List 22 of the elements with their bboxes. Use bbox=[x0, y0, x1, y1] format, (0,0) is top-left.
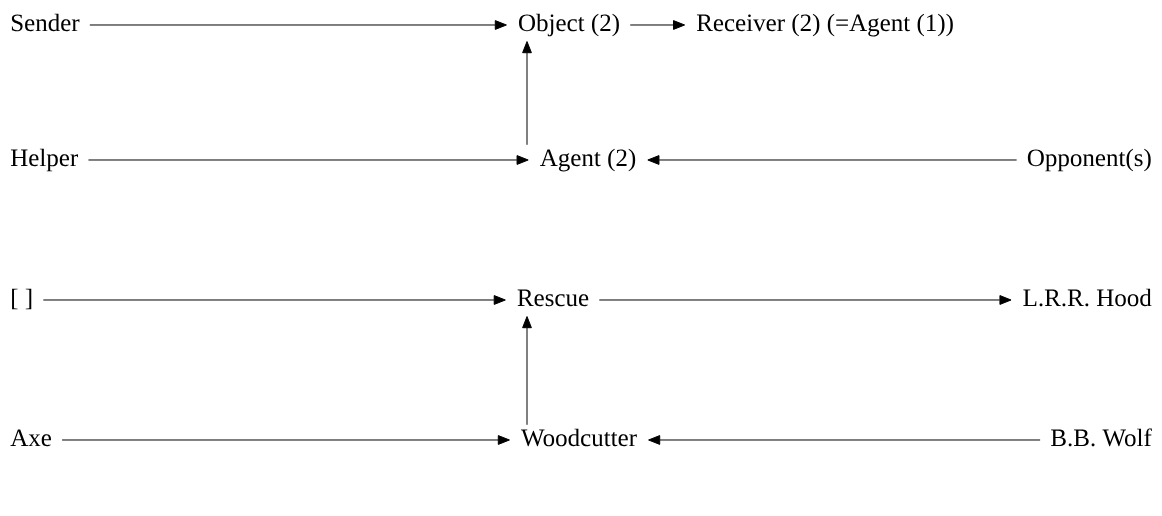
arrow bbox=[648, 435, 1041, 445]
label-text: [ ] bbox=[12, 288, 32, 310]
arrow bbox=[598, 295, 1012, 305]
label-text: Object (2) bbox=[519, 13, 619, 37]
arrow bbox=[42, 295, 506, 305]
label-text: Woodcutter bbox=[521, 428, 637, 447]
label-text: Opponent(s) bbox=[1027, 148, 1151, 172]
label-text: Receiver (2) (=Agent (1)) bbox=[696, 13, 953, 37]
label-text: Rescue bbox=[517, 289, 589, 307]
label-text: Agent (2) bbox=[540, 148, 636, 172]
arrow bbox=[87, 155, 529, 165]
arrow bbox=[522, 316, 532, 426]
label-text: Axe bbox=[10, 429, 51, 447]
arrow bbox=[89, 20, 507, 30]
label-text: B.B. Wolf bbox=[1051, 428, 1152, 447]
arrow bbox=[629, 20, 686, 30]
label-text: Sender bbox=[11, 13, 80, 32]
label-text: Helper bbox=[10, 148, 78, 172]
arrow bbox=[61, 435, 510, 445]
arrow bbox=[522, 41, 532, 146]
arrow bbox=[647, 155, 1018, 165]
label-text: L.R.R. Hood bbox=[1023, 288, 1152, 307]
